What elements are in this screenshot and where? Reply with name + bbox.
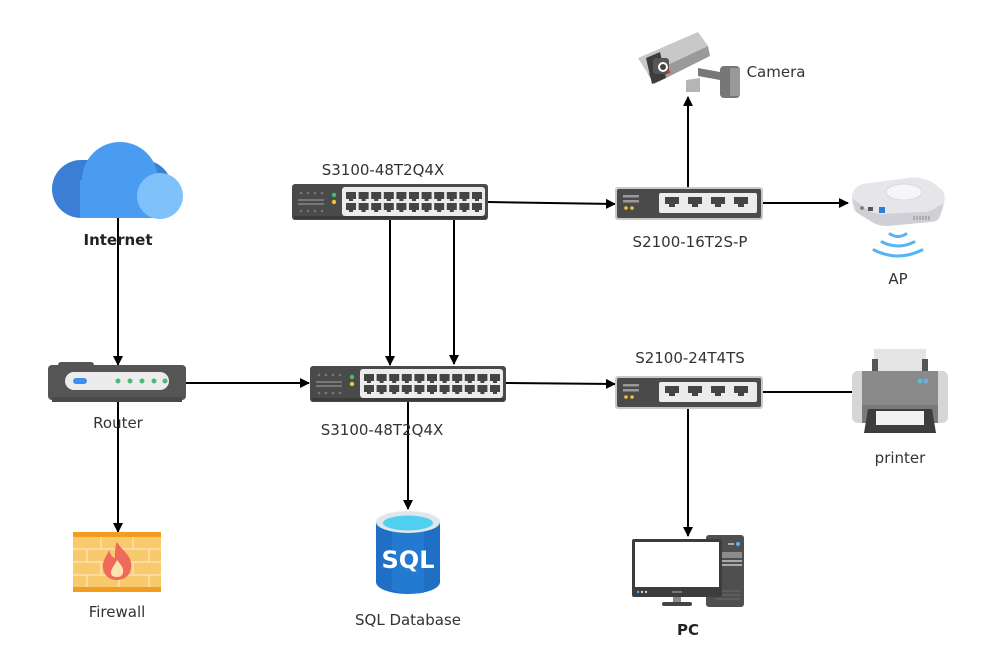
node-label-sql-database: SQL Database bbox=[354, 611, 462, 629]
ethernet-port bbox=[446, 203, 457, 212]
status-led bbox=[630, 206, 634, 210]
status-led bbox=[349, 381, 355, 387]
node-label-router: Router bbox=[93, 414, 143, 432]
router-icon[interactable] bbox=[48, 362, 188, 404]
ethernet-port bbox=[376, 385, 387, 394]
camera-icon[interactable] bbox=[636, 28, 744, 102]
ethernet-port bbox=[358, 192, 369, 201]
node-label-pc: PC bbox=[676, 621, 700, 639]
status-led bbox=[630, 395, 634, 399]
ethernet-port bbox=[427, 374, 437, 383]
ethernet-port bbox=[439, 374, 450, 383]
ethernet-port bbox=[371, 192, 382, 201]
access-point-icon[interactable] bbox=[848, 176, 948, 260]
ethernet-port bbox=[427, 385, 437, 394]
ethernet-port bbox=[358, 203, 369, 212]
ethernet-port bbox=[734, 386, 748, 396]
ethernet-port bbox=[439, 385, 450, 394]
node-label-core-switch-mid: S3100-48T2Q4X bbox=[320, 421, 444, 439]
ethernet-port bbox=[711, 386, 725, 396]
ethernet-port bbox=[389, 385, 400, 394]
ethernet-port bbox=[665, 197, 679, 207]
edge-core-mid-access bbox=[504, 378, 616, 389]
switch-small-icon[interactable] bbox=[615, 376, 763, 409]
ethernet-port bbox=[396, 192, 407, 201]
ethernet-port bbox=[665, 386, 679, 396]
ethernet-port bbox=[421, 203, 432, 212]
ethernet-port bbox=[364, 385, 374, 394]
node-label-access-switch: S2100-24T4TS bbox=[635, 349, 745, 367]
ethernet-port bbox=[371, 203, 382, 212]
switch-small-icon[interactable] bbox=[615, 187, 763, 220]
node-label-access-switch-poe: S2100-16T2S-P bbox=[632, 233, 748, 251]
ethernet-port bbox=[364, 374, 374, 383]
ethernet-port bbox=[389, 374, 400, 383]
ethernet-port bbox=[434, 203, 445, 212]
ethernet-port bbox=[434, 192, 445, 201]
ethernet-port bbox=[688, 386, 702, 396]
node-label-printer: printer bbox=[874, 449, 926, 467]
ethernet-port bbox=[383, 203, 394, 212]
sql-icon-text: SQL bbox=[382, 546, 435, 574]
ethernet-port bbox=[459, 192, 470, 201]
ethernet-port bbox=[346, 203, 356, 212]
edge-core-top-access-poe bbox=[487, 198, 616, 209]
printer-icon[interactable] bbox=[852, 349, 948, 437]
node-label-camera: Camera bbox=[746, 63, 806, 81]
status-led bbox=[349, 374, 355, 380]
ethernet-port bbox=[464, 374, 475, 383]
ethernet-port bbox=[401, 374, 412, 383]
node-label-core-switch-top: S3100-48T2Q4X bbox=[321, 161, 445, 179]
ethernet-port bbox=[688, 197, 702, 207]
ethernet-port bbox=[421, 192, 432, 201]
ethernet-port bbox=[472, 203, 482, 212]
port-panel bbox=[659, 193, 757, 213]
switch-48-port-icon[interactable] bbox=[292, 184, 488, 220]
ethernet-port bbox=[409, 192, 419, 201]
ethernet-port bbox=[464, 385, 475, 394]
ethernet-port bbox=[376, 374, 387, 383]
ethernet-port bbox=[452, 374, 463, 383]
ethernet-port bbox=[490, 385, 500, 394]
ethernet-port bbox=[459, 203, 470, 212]
sql-database-icon[interactable]: SQL bbox=[374, 510, 442, 596]
ethernet-port bbox=[446, 192, 457, 201]
cloud-icon[interactable] bbox=[50, 140, 186, 222]
ethernet-port bbox=[452, 385, 463, 394]
status-led bbox=[624, 206, 628, 210]
firewall-icon[interactable] bbox=[73, 532, 161, 592]
status-led bbox=[624, 395, 628, 399]
switch-48-port-icon[interactable] bbox=[310, 366, 506, 402]
status-led bbox=[331, 192, 337, 198]
ethernet-port bbox=[734, 197, 748, 207]
node-label-firewall: Firewall bbox=[88, 603, 146, 621]
ethernet-port bbox=[346, 192, 356, 201]
ethernet-port bbox=[711, 197, 725, 207]
ethernet-port bbox=[490, 374, 500, 383]
ethernet-port bbox=[477, 374, 488, 383]
ethernet-port bbox=[414, 385, 425, 394]
node-label-ap: AP bbox=[888, 270, 908, 288]
ethernet-port bbox=[409, 203, 419, 212]
ethernet-port bbox=[383, 192, 394, 201]
ethernet-port bbox=[414, 374, 425, 383]
node-label-internet: Internet bbox=[83, 231, 153, 249]
ethernet-port bbox=[472, 192, 482, 201]
port-panel bbox=[659, 382, 757, 402]
status-led bbox=[331, 199, 337, 205]
ethernet-port bbox=[396, 203, 407, 212]
ethernet-port bbox=[477, 385, 488, 394]
pc-icon[interactable] bbox=[632, 535, 746, 609]
ethernet-port bbox=[401, 385, 412, 394]
